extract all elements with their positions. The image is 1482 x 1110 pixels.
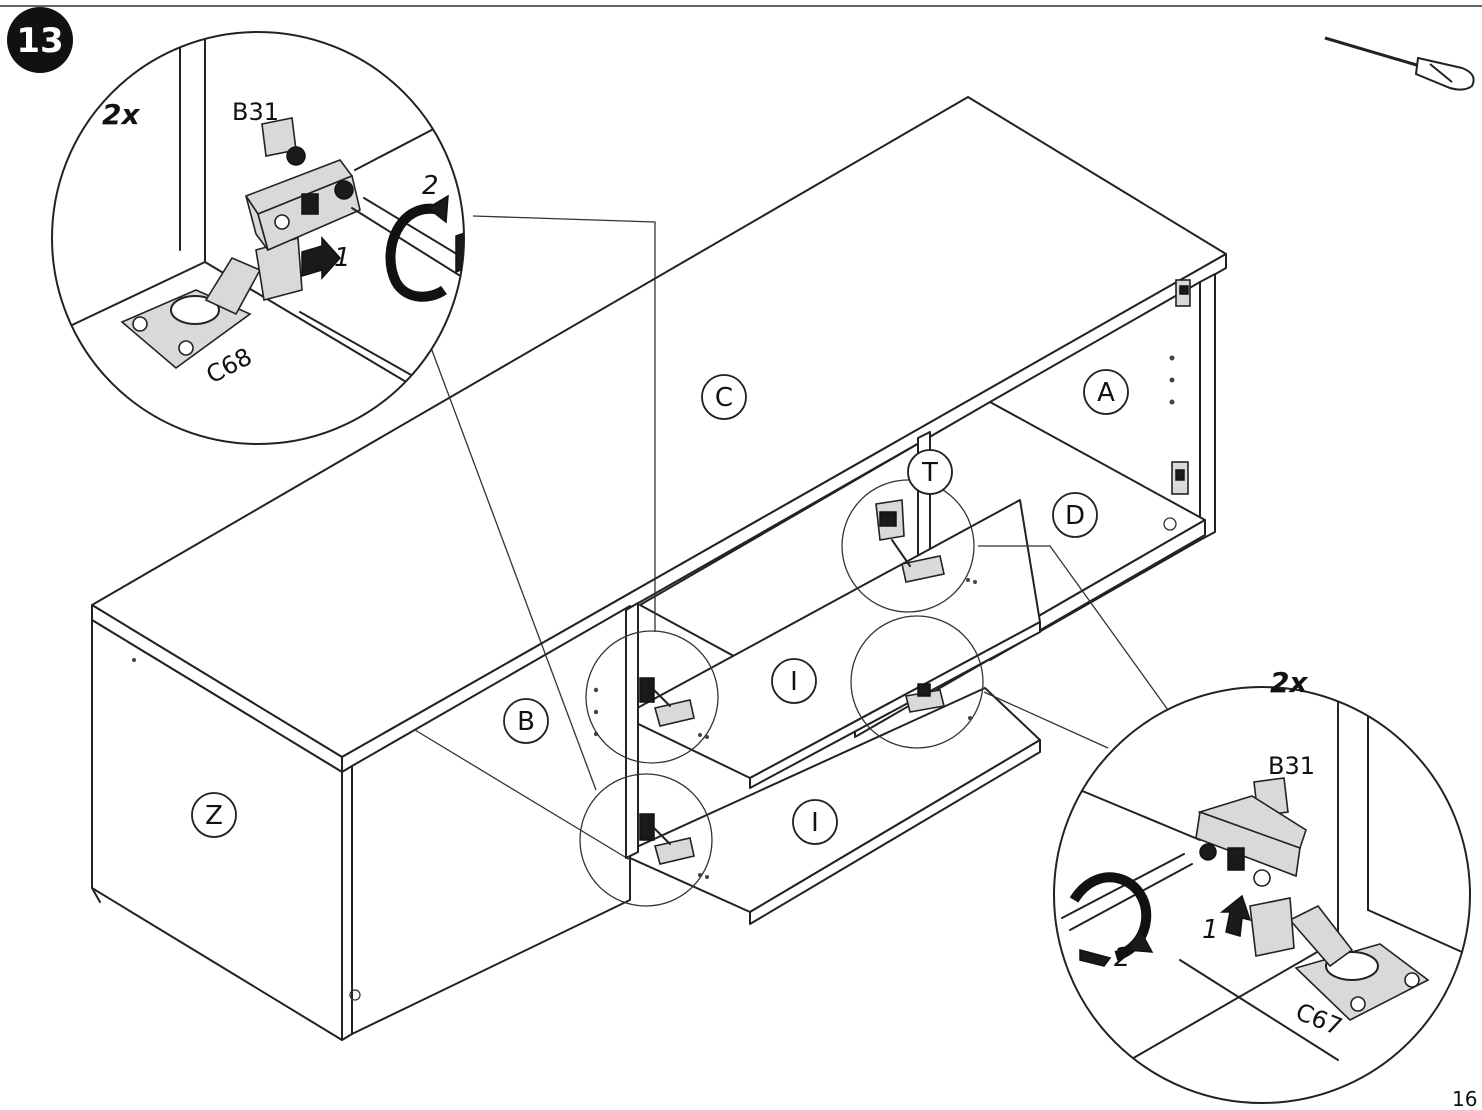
page-number: 16 xyxy=(1452,1087,1477,1110)
panel-b-edge xyxy=(625,602,639,859)
step-number-badge: 13 xyxy=(7,7,73,73)
panel-label-a: A xyxy=(1083,369,1129,415)
svg-text:B: B xyxy=(517,707,535,737)
detail-right: 2x B31 C67 1 2 xyxy=(1053,666,1471,1104)
panel-label-i-bottom: I xyxy=(792,799,838,845)
leader-line-right-1 xyxy=(978,545,1169,711)
hinge-plate-a-upper xyxy=(1175,279,1191,307)
hinge-plate-a-lower xyxy=(1171,461,1189,495)
leader-line-right-2 xyxy=(983,691,1109,749)
detail-right-hinge-part: B31 xyxy=(1268,752,1315,780)
zoom-circle-hinge-top-left xyxy=(585,630,719,764)
hinge-door-top-left xyxy=(639,677,695,727)
panel-b xyxy=(351,605,631,1035)
panel-z-edge xyxy=(341,765,353,1041)
svg-text:D: D xyxy=(1065,501,1085,531)
door-i-bottom-edge xyxy=(749,739,1041,925)
svg-text:C: C xyxy=(715,383,733,413)
panel-label-t: T xyxy=(907,449,953,495)
detail-left-quantity: 2x xyxy=(102,98,140,131)
panel-a-edge xyxy=(1199,273,1216,541)
detail-left: 2x B31 C68 1 2 xyxy=(51,31,465,445)
screwdriver-icon xyxy=(1324,36,1475,91)
svg-text:A: A xyxy=(1097,378,1115,408)
leader-line-left-2 xyxy=(429,344,597,791)
detail-right-quantity: 2x xyxy=(1270,666,1308,699)
cabinet xyxy=(91,96,1227,1041)
leader-line-left-1 xyxy=(472,215,656,632)
hinge-door-divider xyxy=(875,499,945,583)
panel-label-z: Z xyxy=(191,792,237,838)
step-number: 13 xyxy=(16,21,63,61)
svg-text:I: I xyxy=(811,808,819,838)
panel-label-i-top: I xyxy=(771,658,817,704)
hinge-holes xyxy=(132,355,1177,879)
panel-label-d: D xyxy=(1052,492,1098,538)
svg-text:I: I xyxy=(790,667,798,697)
panel-label-b: B xyxy=(503,698,549,744)
svg-text:Z: Z xyxy=(205,801,223,831)
detail-left-step-1: 1 xyxy=(334,243,351,273)
hinge-door-top-right xyxy=(905,683,945,713)
door-i-top-edge xyxy=(749,621,1041,789)
hinge-door-bottom-left xyxy=(639,813,695,865)
zoom-circle-hinge-right xyxy=(850,615,984,749)
svg-text:T: T xyxy=(921,458,938,488)
detail-right-step-2: 2 xyxy=(1114,943,1131,973)
zoom-circle-hinge-divider xyxy=(841,479,975,613)
zoom-circle-hinge-bottom-left xyxy=(579,773,713,907)
panel-label-c: C xyxy=(701,374,747,420)
detail-right-step-1: 1 xyxy=(1202,915,1219,945)
detail-left-step-2: 2 xyxy=(422,171,439,201)
detail-left-hinge-part: B31 xyxy=(232,98,279,126)
